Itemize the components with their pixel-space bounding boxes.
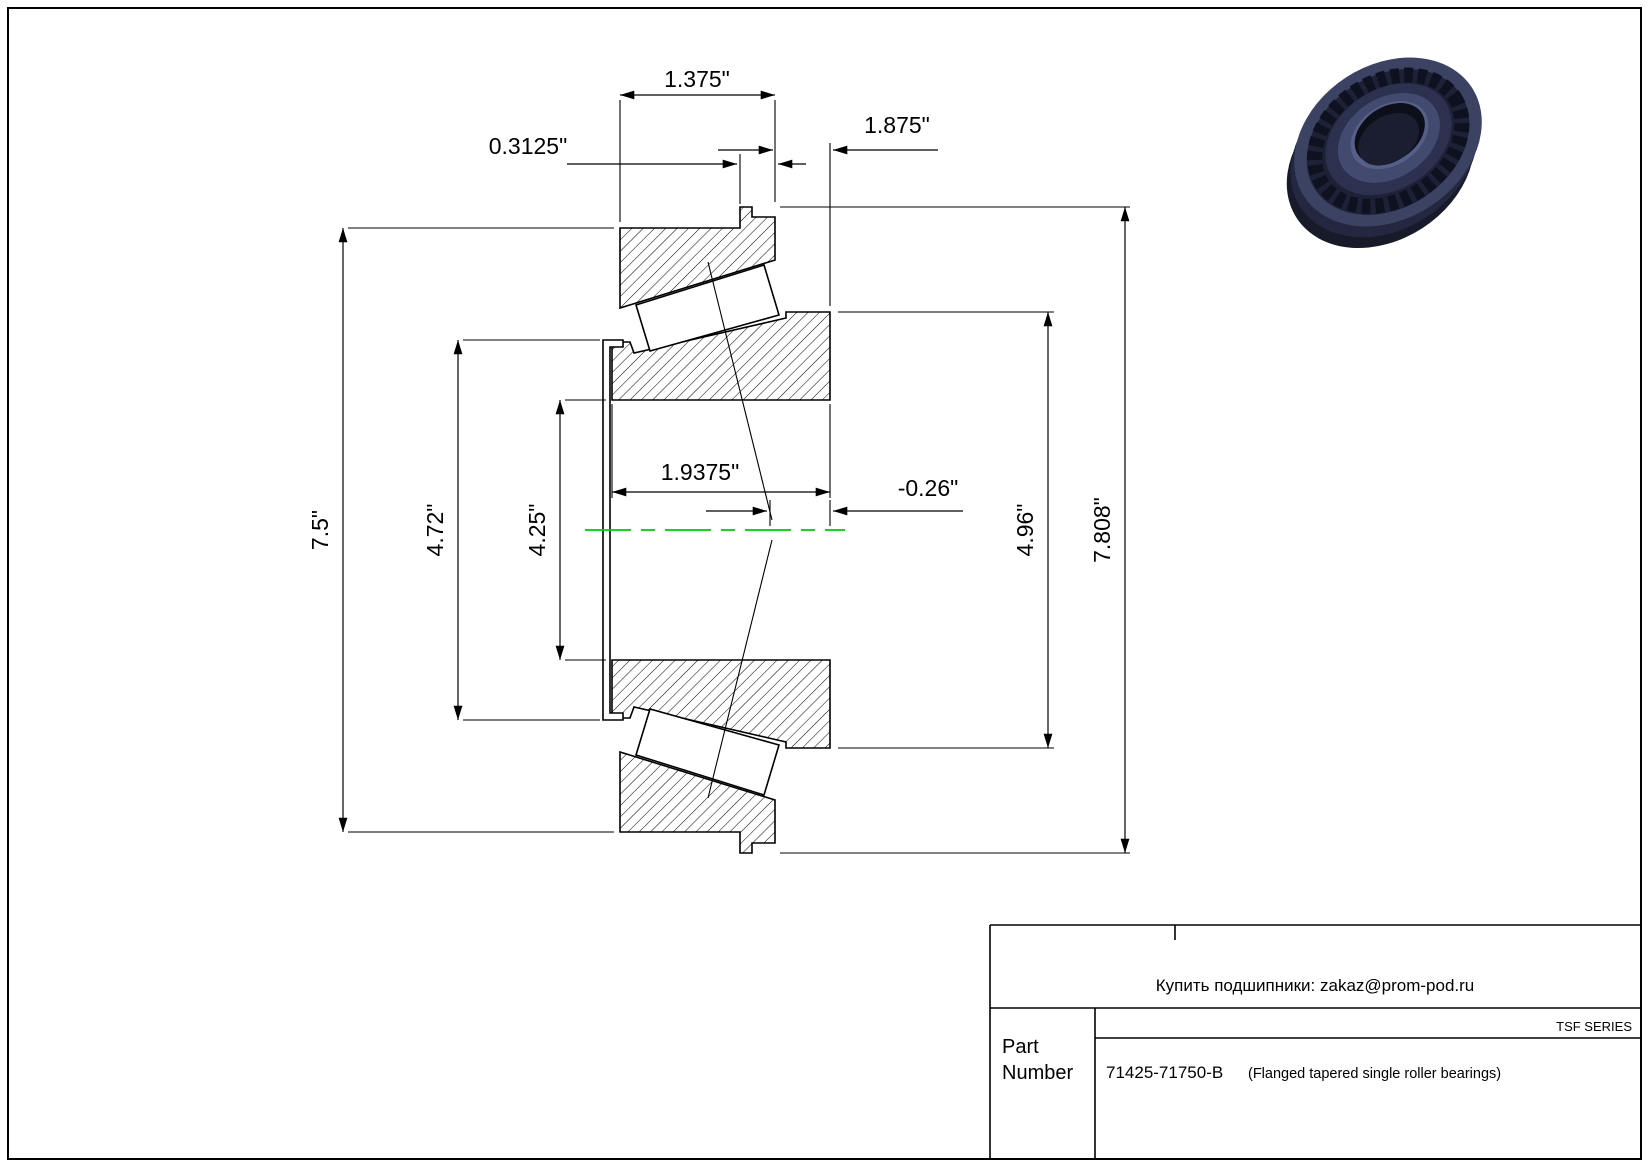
series-label: TSF SERIES [1556,1019,1632,1034]
dim-cup-od-label: 7.5" [307,510,333,550]
rollers-band [1307,67,1470,214]
dim-flange-od-label: 7.808" [1089,497,1115,563]
dim-flinger-od-label: 4.72" [422,504,448,557]
title-block: Купить подшипники: zakaz@prom-pod.ru TSF… [989,924,1641,1159]
roller-top [635,263,781,352]
part-number: 71425-71750-B [1106,1063,1223,1082]
load-line-bottom [707,539,773,799]
dim-flange-standout: 1.875" [718,112,938,306]
dimension-annotations: 1.375" 0.3125" 1.875" 7.5" 4 [307,66,1130,854]
cup-bottom-section [619,750,776,854]
part-label-line2: Number [1002,1062,1073,1084]
bearing-3d-render [1286,57,1482,249]
page-border [7,7,1642,1160]
cup-top-section [619,206,776,310]
roller-bottom [635,708,781,797]
dim-cup-width: 1.375" [619,66,776,222]
dim-bore: 4.25" [524,399,606,661]
dim-cone-width-label: 1.9375" [661,459,740,485]
part-description: (Flanged tapered single roller bearings) [1248,1066,1501,1082]
dim-cup-od: 7.5" [307,227,614,833]
dim-flange-width-label: 0.3125" [489,133,568,159]
dim-bore-label: 4.25" [524,504,550,557]
dim-cup-width-label: 1.375" [664,66,730,92]
dim-cone-width: 1.9375" [611,404,831,498]
dim-cone-rib-od: 4.96" [838,311,1054,749]
bore-inner-wall [1358,112,1419,166]
flinger-plate [602,339,624,721]
dim-flange-width: 0.3125" [489,133,806,204]
vendor-note: Купить подшипники: zakaz@prom-pod.ru [1156,976,1475,995]
dim-flinger-od: 4.72" [422,339,600,721]
dim-cone-rib-od-label: 4.96" [1012,504,1038,557]
dim-effective-center-label: -0.26" [898,475,959,501]
bearing-cross-section [585,206,845,854]
dim-flange-od: 7.808" [780,206,1130,854]
dim-effective-center: -0.26" [706,475,963,526]
dim-flange-standout-label: 1.875" [864,112,930,138]
part-label-line1: Part [1002,1036,1039,1058]
load-line-top [707,261,773,521]
